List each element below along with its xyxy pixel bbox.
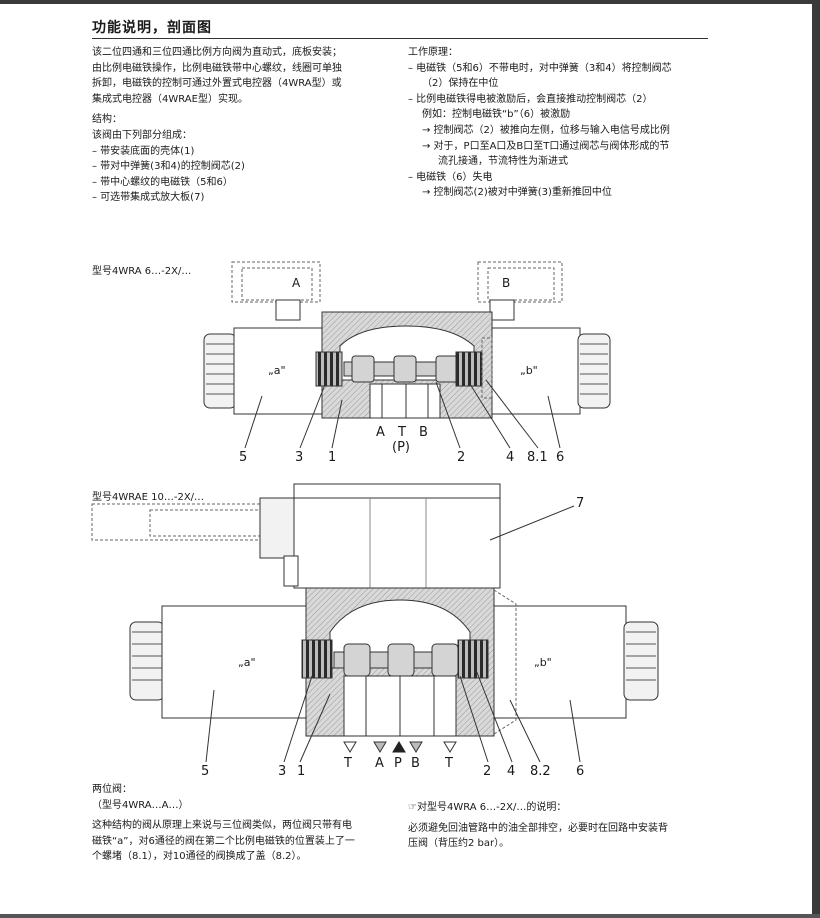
port-a: A bbox=[376, 425, 385, 440]
two-position-line: 磁铁“a”，对6通径的阀在第二个比例电磁铁的位置装上了一 bbox=[92, 835, 355, 847]
page-edge-right bbox=[812, 0, 820, 918]
plug-outline bbox=[91, 503, 263, 541]
left-knurled-nut bbox=[203, 333, 237, 409]
structure-item: – 带对中弹簧(3和4)的控制阀芯(2) bbox=[92, 161, 245, 173]
figure1-leaders bbox=[244, 379, 561, 449]
callout-6: 6 bbox=[556, 450, 565, 465]
marker-b-2: „b" bbox=[534, 656, 552, 669]
structure-heading: 结构： bbox=[92, 114, 122, 126]
intro-line: 该二位四通和三位四通比例方向阀为直动式，底板安装； bbox=[92, 47, 342, 58]
port-t-left: T bbox=[344, 756, 352, 771]
right-knurled-nut bbox=[577, 333, 611, 409]
principle-line: – 比例电磁铁得电被激励后，会直接推动控制阀芯（2） bbox=[408, 93, 653, 105]
note-heading: 对型号4WRA 6…-2X/…的说明： bbox=[416, 802, 567, 813]
callout-7: 7 bbox=[576, 496, 585, 511]
intro-line: 由比例电磁铁操作，比例电磁铁带中心螺纹，线圈可单独 bbox=[92, 62, 342, 74]
solenoid-b-label: B bbox=[502, 276, 511, 290]
figure2-drawing bbox=[91, 483, 659, 753]
principle-line: → 对于，P口至A口及B口至T口通过阀芯与阀体形成的节 bbox=[422, 140, 670, 152]
right-knurled-nut-2 bbox=[623, 621, 659, 701]
marker-a: „a" bbox=[268, 364, 286, 377]
structure-item: – 带安装底面的壳体(1) bbox=[92, 145, 195, 157]
centering-spring-right bbox=[455, 351, 483, 387]
two-position-line: 这种结构的阀从原理上来说与三位阀类似，两位阀只带有电 bbox=[92, 820, 352, 832]
left-knurled-nut-2 bbox=[129, 621, 165, 701]
port-p: (P) bbox=[392, 440, 410, 455]
callout-2-2: 2 bbox=[483, 764, 492, 779]
principle-column: 工作原理： – 电磁铁（5和6）不带电时，对中弹簧（3和4）将控制阀芯 （2）保… bbox=[408, 45, 713, 201]
figure1-label: 型号4WRA 6…-2X/… bbox=[92, 266, 192, 277]
port-b: B bbox=[419, 425, 428, 440]
principle-heading: 工作原理： bbox=[408, 47, 458, 58]
right-solenoid-coil-2 bbox=[491, 605, 627, 719]
centering-spring-left-2 bbox=[301, 639, 333, 679]
page-edge-bottom bbox=[0, 914, 820, 918]
principle-line: 例如：控制电磁铁“b”（6）被激励 bbox=[422, 109, 571, 121]
callout-6-2: 6 bbox=[576, 764, 585, 779]
amplifier-housing bbox=[293, 483, 501, 589]
callout-4-2: 4 bbox=[507, 764, 516, 779]
two-position-heading: 两位阀： bbox=[92, 784, 132, 795]
callout-3-2: 3 bbox=[278, 764, 287, 779]
note-hand-icon: ☞ bbox=[408, 802, 417, 813]
intro-line: 集成式电控器（4WRAE型）实现。 bbox=[92, 93, 248, 105]
note-section: ☞对型号4WRA 6…-2X/…的说明： 必须避免回油管路中的油全部排空，必要时… bbox=[408, 800, 718, 852]
figure1-drawing bbox=[203, 261, 611, 419]
callout-1: 1 bbox=[328, 450, 337, 465]
two-position-line: 个螺堵（8.1），对10通径的阀换成了盖（8.2）。 bbox=[92, 851, 307, 863]
callout-1-2: 1 bbox=[297, 764, 306, 779]
figure2-leaders bbox=[205, 505, 581, 763]
note-line: 必须避免回油管路中的油全部排空，必要时在回路中安装背 bbox=[408, 822, 668, 834]
connector-a-outline bbox=[231, 261, 321, 303]
principle-line: 流孔接通，节流特性为渐进式 bbox=[438, 156, 568, 168]
structure-lead: 该阀由下列部分组成： bbox=[92, 129, 192, 141]
port-p-2: P bbox=[394, 756, 402, 771]
figure2-label: 型号4WRAE 10…-2X/… bbox=[92, 492, 205, 503]
callout-8-2: 8.2 bbox=[530, 764, 551, 779]
solenoid-a-label: A bbox=[292, 276, 301, 290]
callout-2: 2 bbox=[457, 450, 466, 465]
title-rule bbox=[92, 38, 708, 39]
principle-line: → 控制阀芯(2)被对中弹簧(3)重新推回中位 bbox=[422, 187, 612, 199]
structure-item: – 可选带集成式放大板(7) bbox=[92, 192, 205, 204]
port-b-2: B bbox=[411, 756, 420, 771]
centering-spring-right-2 bbox=[457, 639, 489, 679]
two-position-model: （型号4WRA…A…） bbox=[92, 799, 189, 811]
port-a-2: A bbox=[375, 756, 384, 771]
principle-line: → 控制阀芯（2）被推向左侧，位移与输入电信号成比例 bbox=[422, 124, 670, 136]
principle-line: – 电磁铁（5和6）不带电时，对中弹簧（3和4）将控制阀芯 bbox=[408, 62, 672, 74]
port-t: T bbox=[398, 425, 406, 440]
callout-3: 3 bbox=[295, 450, 304, 465]
connector-b-outline bbox=[477, 261, 563, 303]
marker-a-2: „a" bbox=[238, 656, 256, 669]
structure-item: – 带中心螺纹的电磁铁（5和6） bbox=[92, 176, 233, 188]
port-t-right: T bbox=[445, 756, 453, 771]
callout-5-2: 5 bbox=[201, 764, 210, 779]
left-solenoid-coil-2 bbox=[161, 605, 309, 719]
callout-5: 5 bbox=[239, 450, 248, 465]
page-edge-top bbox=[0, 0, 820, 4]
two-position-section: 两位阀： （型号4WRA…A…） 这种结构的阀从原理上来说与三位阀类似，两位阀只… bbox=[92, 782, 402, 865]
principle-line: （2）保持在中位 bbox=[422, 78, 499, 90]
intro-line: 拆卸，电磁铁的控制可通过外置式电控器（4WRA型）或 bbox=[92, 78, 342, 90]
marker-b: „b" bbox=[520, 364, 538, 377]
callout-4: 4 bbox=[506, 450, 515, 465]
left-solenoid-coil bbox=[233, 327, 323, 415]
callout-8-1: 8.1 bbox=[527, 450, 548, 465]
principle-line: – 电磁铁（6）失电 bbox=[408, 171, 493, 183]
centering-spring-left bbox=[315, 351, 343, 387]
intro-column: 该二位四通和三位四通比例方向阀为直动式，底板安装； 由比例电磁铁操作，比例电磁铁… bbox=[92, 45, 397, 206]
note-line: 压阀（背压约2 bar）。 bbox=[408, 838, 510, 850]
page-title: 功能说明，剖面图 bbox=[92, 20, 212, 36]
